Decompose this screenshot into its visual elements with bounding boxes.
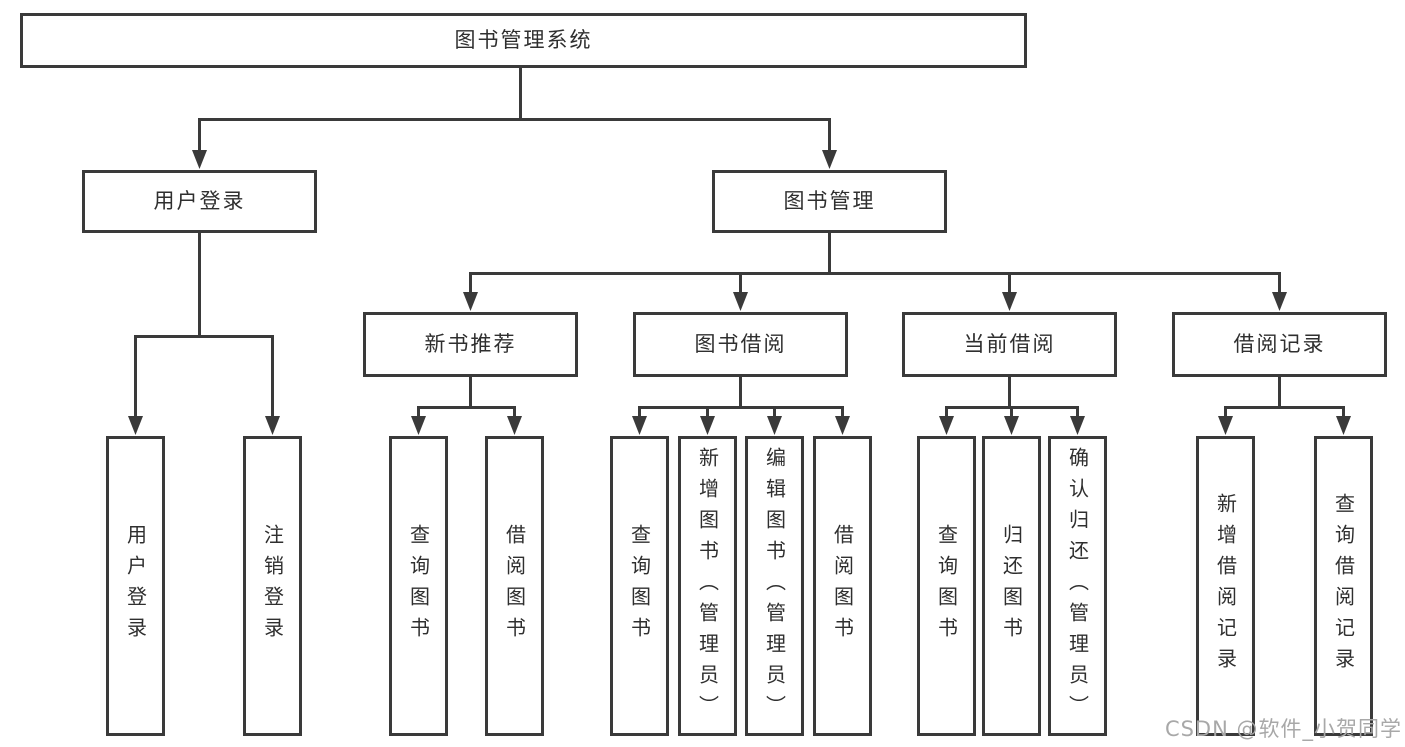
leaf-user-login: 用户登录 <box>106 436 165 736</box>
node-book-management: 图书管理 <box>712 170 947 233</box>
leaf-query-books-current: 查询图书 <box>917 436 976 736</box>
node-label: 当前借阅 <box>963 332 1056 356</box>
leaf-label: 新增图书（管理员） <box>695 446 720 726</box>
leaf-add-borrow-record: 新增借阅记录 <box>1196 436 1255 736</box>
leaf-label: 确认归还（管理员） <box>1065 446 1090 726</box>
node-label: 借阅记录 <box>1233 332 1326 356</box>
node-borrowing-records: 借阅记录 <box>1172 312 1387 377</box>
leaf-label: 用户登录 <box>123 524 148 648</box>
leaf-label: 注销登录 <box>260 524 285 648</box>
node-label: 用户登录 <box>153 189 246 213</box>
leaf-label: 借阅图书 <box>502 524 527 648</box>
leaf-edit-book-admin: 编辑图书（管理员） <box>745 436 804 736</box>
leaf-label: 编辑图书（管理员） <box>762 446 787 726</box>
leaf-borrow-books-borrowing: 借阅图书 <box>813 436 872 736</box>
leaf-query-books-recommend: 查询图书 <box>389 436 448 736</box>
node-label: 图书借阅 <box>694 332 787 356</box>
node-label: 图书管理 <box>783 189 876 213</box>
leaf-label: 查询借阅记录 <box>1331 493 1356 679</box>
leaf-logout: 注销登录 <box>243 436 302 736</box>
node-library-management-system: 图书管理系统 <box>20 13 1027 68</box>
node-book-borrowing: 图书借阅 <box>633 312 848 377</box>
leaf-label: 查询图书 <box>627 524 652 648</box>
node-label: 新书推荐 <box>424 332 517 356</box>
leaf-query-books-borrowing: 查询图书 <box>610 436 669 736</box>
leaf-return-book: 归还图书 <box>982 436 1041 736</box>
node-label: 图书管理系统 <box>454 28 593 52</box>
leaf-confirm-return-admin: 确认归还（管理员） <box>1048 436 1107 736</box>
leaf-label: 新增借阅记录 <box>1213 493 1238 679</box>
node-current-borrowing: 当前借阅 <box>902 312 1117 377</box>
leaf-label: 归还图书 <box>999 524 1024 648</box>
node-new-book-recommendation: 新书推荐 <box>363 312 578 377</box>
leaf-label: 借阅图书 <box>830 524 855 648</box>
leaf-label: 查询图书 <box>934 524 959 648</box>
leaf-label: 查询图书 <box>406 524 431 648</box>
node-user-login: 用户登录 <box>82 170 317 233</box>
leaf-add-book-admin: 新增图书（管理员） <box>678 436 737 736</box>
leaf-query-borrow-record: 查询借阅记录 <box>1314 436 1373 736</box>
watermark-text: CSDN @软件_小贺同学 <box>1164 717 1402 741</box>
leaf-borrow-books-recommend: 借阅图书 <box>485 436 544 736</box>
